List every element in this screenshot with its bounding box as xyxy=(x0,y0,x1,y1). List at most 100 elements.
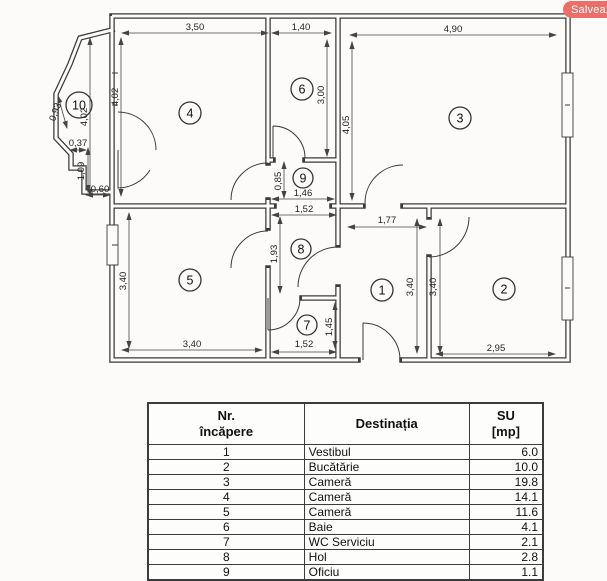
table-row: 4 Cameră 14.1 xyxy=(147,489,544,505)
dimension-labels: 3,50 1,40 4,90 4,02 4,02 3,00 4,05 0,93 … xyxy=(47,22,505,354)
dimension-lines xyxy=(57,30,557,357)
cell-dest: Oficiu xyxy=(303,564,470,581)
dimension-label: 3,40 xyxy=(118,272,129,291)
room-number-badge: 5 xyxy=(178,268,202,292)
window-room2 xyxy=(561,256,574,321)
svg-text:4: 4 xyxy=(187,107,194,121)
cell-su: 1.1 xyxy=(468,564,544,581)
dimension-label: 3,00 xyxy=(316,86,327,105)
room-number-badges: 1 2 3 4 5 6 7 8 9 xyxy=(65,77,516,336)
dimension-label: 1,45 xyxy=(324,318,335,337)
door-room3 xyxy=(364,164,404,204)
cell-dest: Cameră xyxy=(303,474,470,490)
svg-text:1: 1 xyxy=(379,284,386,298)
door-wc xyxy=(267,297,301,331)
header-su: SU [mp] xyxy=(468,402,544,445)
cell-dest: Baie xyxy=(303,519,470,535)
dimension-label: 3,40 xyxy=(183,339,202,350)
cell-dest: Vestibul xyxy=(303,444,470,460)
cell-nr: 3 xyxy=(147,474,305,490)
dimension-label: 1,09 xyxy=(76,162,87,181)
table-row: 3 Cameră 19.8 xyxy=(147,474,544,490)
door-room1 xyxy=(297,246,339,288)
dimension-label: 3,50 xyxy=(186,22,205,33)
cell-su: 14.1 xyxy=(468,489,544,505)
cell-dest: Cameră xyxy=(303,489,470,505)
floor-plan: 3,50 1,40 4,90 4,02 4,02 3,00 4,05 0,93 … xyxy=(47,0,574,398)
cell-su: 10.0 xyxy=(468,459,544,475)
door-room4 xyxy=(230,162,269,201)
cell-dest: Hol xyxy=(303,549,470,565)
header-destinatia: Destinația xyxy=(303,402,470,445)
floor-plan-page: 3,50 1,40 4,90 4,02 4,02 3,00 4,05 0,93 … xyxy=(47,0,607,581)
cell-nr: 1 xyxy=(147,444,305,460)
cell-nr: 2 xyxy=(147,459,305,475)
room-number-badge: 3 xyxy=(448,106,472,130)
dimension-label: 1,40 xyxy=(292,22,311,33)
dimension-label: 1,52 xyxy=(295,339,314,350)
doors xyxy=(117,111,470,361)
door-room5 xyxy=(230,230,269,269)
svg-text:2: 2 xyxy=(501,283,508,297)
room-number-badge: 6 xyxy=(290,77,314,101)
door-room2 xyxy=(428,216,470,258)
dimension-label: 4,05 xyxy=(341,116,352,135)
table-row: 2 Bucătărie 10.0 xyxy=(147,459,544,475)
save-button[interactable]: Salvează xyxy=(563,1,607,18)
cell-nr: 9 xyxy=(147,564,305,581)
cell-su: 19.8 xyxy=(468,474,544,490)
cell-su: 2.1 xyxy=(468,534,544,550)
svg-text:6: 6 xyxy=(299,83,306,97)
cell-nr: 6 xyxy=(147,519,305,535)
svg-text:5: 5 xyxy=(187,274,194,288)
table-row: 1 Vestibul 6.0 xyxy=(147,444,544,460)
table-row: 6 Baie 4.1 xyxy=(147,519,544,535)
room-number-badge: 10 xyxy=(65,91,93,119)
dimension-label: 1,46 xyxy=(294,188,313,199)
cell-su: 11.6 xyxy=(468,504,544,520)
door-balcony xyxy=(117,111,157,151)
room-number-badge: 4 xyxy=(178,101,202,125)
dimension-label: 1,77 xyxy=(378,215,397,226)
table-header-row: Nr. încăpere Destinația SU [mp] xyxy=(147,402,544,445)
table-row: 8 Hol 2.8 xyxy=(147,549,544,565)
cell-su: 2.8 xyxy=(468,549,544,565)
table-row: 9 Oficiu 1.1 xyxy=(147,564,544,581)
dimension-label: 3,40 xyxy=(428,278,439,297)
door-balcony-leaf xyxy=(117,150,151,189)
rooms-table: Nr. încăpere Destinația SU [mp] 1 Vestib… xyxy=(147,402,544,581)
svg-text:9: 9 xyxy=(300,172,307,186)
table-row: 7 WC Serviciu 2.1 xyxy=(147,534,544,550)
cell-su: 6.0 xyxy=(468,444,544,460)
dimension-label: 1,93 xyxy=(269,245,280,264)
room-number-badge: 8 xyxy=(290,238,312,260)
dimension-label: 3,40 xyxy=(405,278,416,297)
dimension-label: 4,02 xyxy=(110,88,121,107)
room-number-badge: 9 xyxy=(292,167,314,189)
svg-text:10: 10 xyxy=(72,99,86,113)
room-number-badge: 2 xyxy=(492,277,516,301)
svg-text:8: 8 xyxy=(298,243,305,257)
table-row: 5 Cameră 11.6 xyxy=(147,504,544,520)
dimension-label: 2,95 xyxy=(487,343,506,354)
room-number-badge: 1 xyxy=(370,278,394,302)
cell-su: 4.1 xyxy=(468,519,544,535)
door-room6 xyxy=(272,125,306,159)
windows xyxy=(106,72,574,321)
cell-nr: 8 xyxy=(147,549,305,565)
cell-dest: Cameră xyxy=(303,504,470,520)
dimension-label: 0,85 xyxy=(273,172,284,191)
cell-nr: 7 xyxy=(147,534,305,550)
dimension-label: 0,93 xyxy=(47,102,64,123)
header-nr: Nr. încăpere xyxy=(147,402,305,445)
cell-nr: 4 xyxy=(147,489,305,505)
door-entrance xyxy=(362,322,401,361)
dimension-label: 0,60 xyxy=(91,184,110,195)
dimension-label: 4,90 xyxy=(444,24,463,35)
dimension-label: 0,37 xyxy=(69,138,88,149)
cell-nr: 5 xyxy=(147,504,305,520)
cell-dest: Bucătărie xyxy=(303,459,470,475)
svg-text:7: 7 xyxy=(304,319,311,333)
cell-dest: WC Serviciu xyxy=(303,534,470,550)
svg-text:3: 3 xyxy=(457,112,464,126)
